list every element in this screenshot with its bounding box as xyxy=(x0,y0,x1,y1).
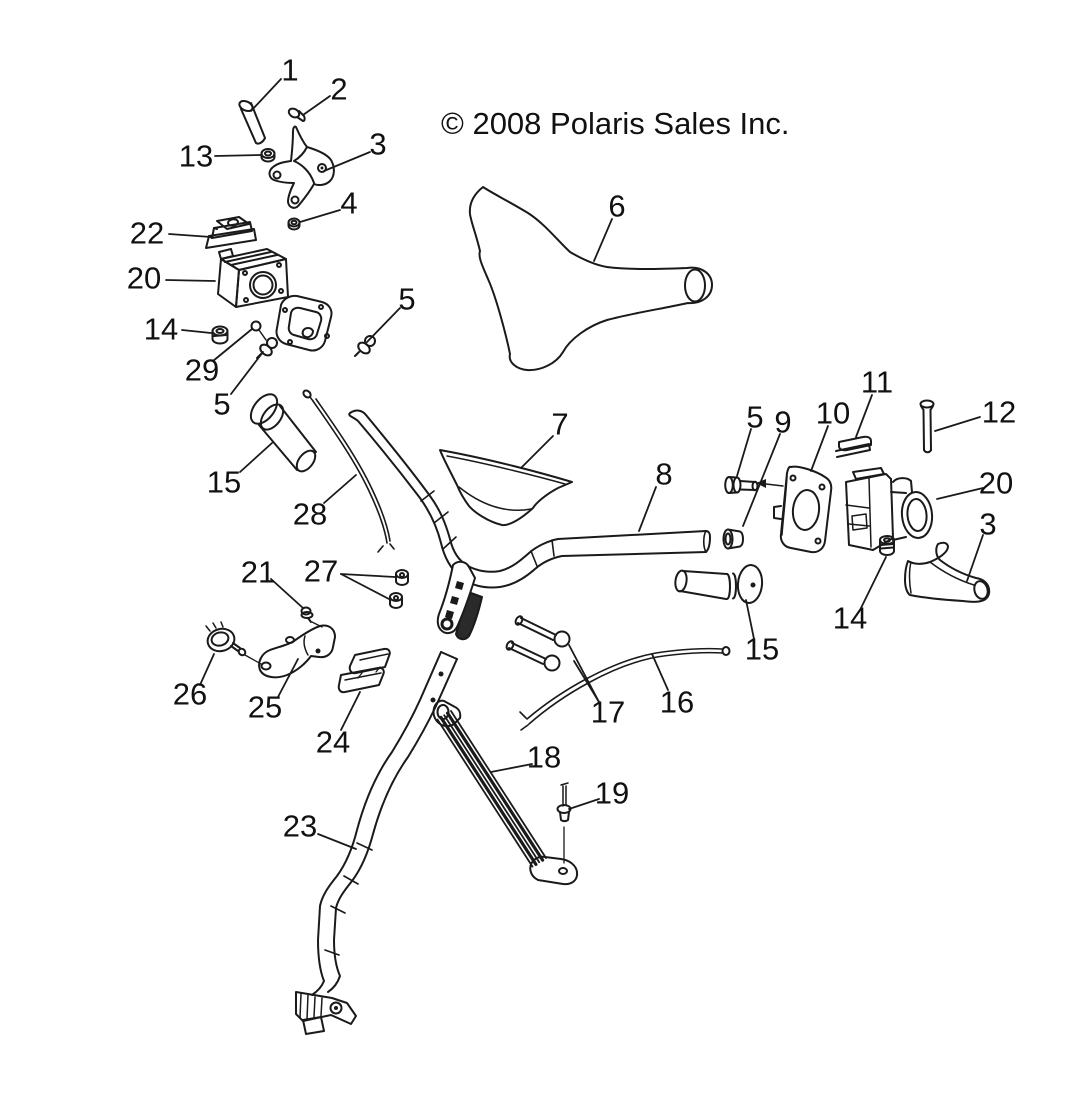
callout-cable-right: 16 xyxy=(659,684,695,720)
callout-nut-13: 13 xyxy=(178,138,214,174)
copyright-text: © 2008 Polaris Sales Inc. xyxy=(441,106,790,141)
callout-control-housing-right: 20 xyxy=(978,465,1014,501)
callout-guard-right: 3 xyxy=(979,506,997,542)
part-16-cable-right xyxy=(519,646,731,731)
callout-screw-top: 2 xyxy=(330,71,348,107)
callout-screw-tiny: 21 xyxy=(240,554,276,590)
part-5-screw-upper-left xyxy=(354,335,376,357)
callout-clamp-blocks: 24 xyxy=(315,724,351,760)
callout-bracket-left: 3 xyxy=(369,126,387,162)
callout-cable-left: 28 xyxy=(292,496,328,532)
callout-plug: 9 xyxy=(774,404,792,440)
callout-screw-lower-left: 5 xyxy=(213,386,231,422)
callout-grip-right: 15 xyxy=(744,631,780,667)
callout-bolt-right: 5 xyxy=(746,399,764,435)
part-10-mount-plate xyxy=(773,465,833,554)
callout-switch-block: 22 xyxy=(129,215,165,251)
part-29-ball-icon xyxy=(250,320,267,341)
part-8-handlebar xyxy=(348,409,711,589)
callout-bolt-long: 12 xyxy=(981,394,1017,430)
callout-bolt-top: 1 xyxy=(281,52,299,88)
callout-screw-upper-left: 5 xyxy=(398,281,416,317)
part-6-handlebar-pad xyxy=(468,186,713,372)
part-2-screw-icon xyxy=(287,107,306,122)
part-26-clamp-ring xyxy=(205,621,262,665)
part-24-clamp-blocks xyxy=(337,647,391,694)
callout-nut-right: 14 xyxy=(832,600,868,636)
part-20-cover-left xyxy=(275,294,333,352)
callout-mount-plate: 10 xyxy=(815,395,851,431)
callout-handlebar-pad: 6 xyxy=(608,188,626,224)
part-8-center-clamp xyxy=(436,560,483,641)
callout-clamp-ring: 26 xyxy=(172,676,208,712)
part-5-bolt-right xyxy=(724,476,759,494)
callout-pad-block: 11 xyxy=(860,364,894,400)
callout-control-housing-left: 20 xyxy=(126,260,162,296)
part-7-deflector-pad xyxy=(439,449,573,527)
part-12-bolt-long xyxy=(919,399,935,454)
part-27-nuts xyxy=(389,569,409,609)
part-15-grip-left xyxy=(249,393,317,473)
part-11-pad-block xyxy=(835,435,872,458)
callout-support-strap: 18 xyxy=(526,739,562,775)
part-17-cable-pins xyxy=(505,615,571,672)
part-25-bracket-lower xyxy=(258,624,336,679)
callout-nuts-pair: 27 xyxy=(303,553,339,589)
callout-bracket-lower: 25 xyxy=(247,689,283,725)
part-21-screw-tiny xyxy=(300,606,323,628)
part-13-nut-icon xyxy=(260,148,276,163)
part-28-cable-left xyxy=(302,389,395,553)
part-15-grip-right xyxy=(674,564,764,604)
callout-deflector-pad: 7 xyxy=(551,406,569,442)
part-14-nut-left xyxy=(211,325,229,345)
callout-ball: 29 xyxy=(184,352,220,388)
part-23-steering-post xyxy=(295,651,458,1035)
part-14-nut-right xyxy=(879,535,895,556)
callout-handlebar: 8 xyxy=(655,456,673,492)
callout-screw-small: 19 xyxy=(594,775,630,811)
callout-cable-pins: 17 xyxy=(590,694,626,730)
callout-grip-left: 15 xyxy=(206,464,242,500)
part-9-plug xyxy=(722,528,744,550)
callout-nut-4: 4 xyxy=(340,185,358,221)
callout-nut-left: 14 xyxy=(143,311,179,347)
part-20-housing-right xyxy=(845,467,934,551)
part-18-support-strap xyxy=(432,699,579,886)
part-3-bracket-left xyxy=(268,125,335,209)
part-3-guard-right xyxy=(904,541,991,603)
callout-steering-post: 23 xyxy=(282,808,318,844)
